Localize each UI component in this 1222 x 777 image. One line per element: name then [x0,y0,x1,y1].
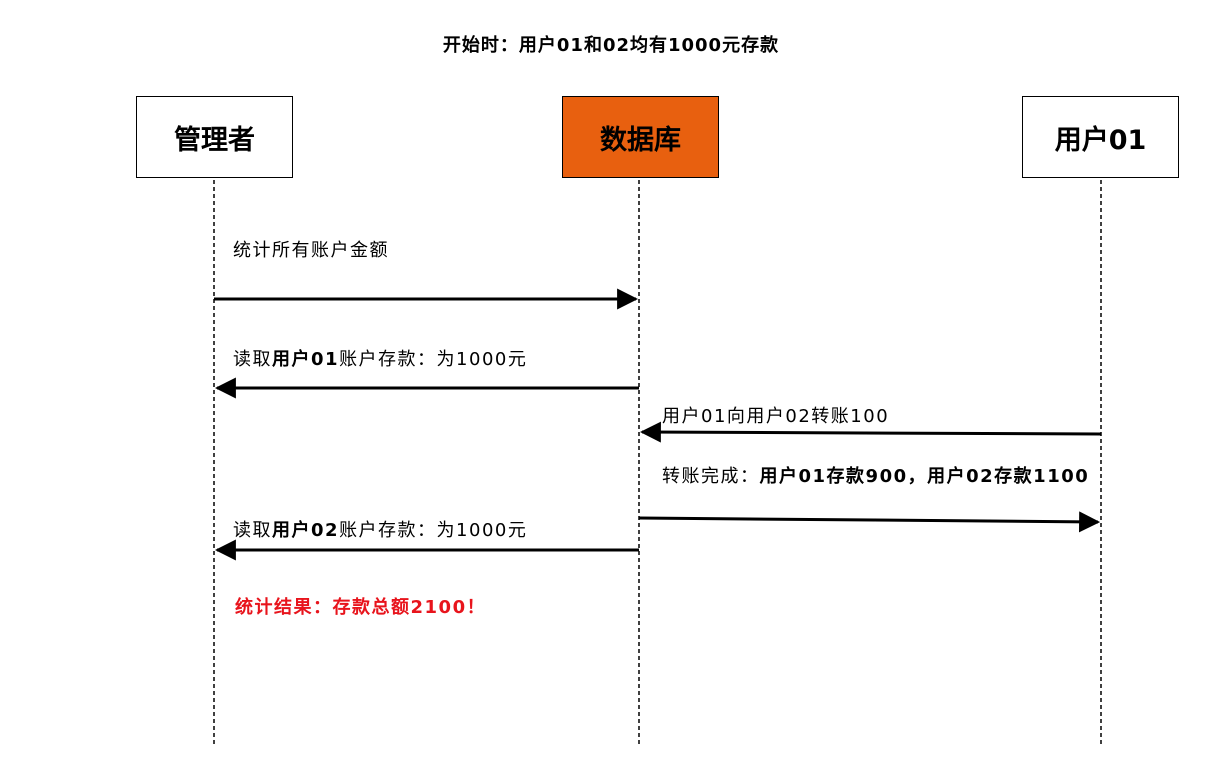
participant-user: 用户01 [1022,96,1179,178]
message-read-user01: 读取用户01账户存款：为1000元 [233,345,527,371]
message-transfer-text: 用户01向用户02转账100 [662,406,890,427]
participant-database-label: 数据库 [600,124,681,156]
message-read-user01-bold: 用户01 [272,349,340,370]
participant-admin-label: 管理者 [174,124,255,156]
message-read-user02-bold: 用户02 [272,520,340,541]
message-read-user02-pre: 读取 [233,520,272,541]
participant-database: 数据库 [562,96,719,178]
participant-admin: 管理者 [136,96,293,178]
stat-result: 统计结果：存款总额2100！ [235,597,487,618]
diagram-title: 开始时：用户01和02均有1000元存款 [442,35,780,56]
participant-user-label: 用户01 [1054,124,1147,156]
message-transfer-done-bold: 用户01存款900，用户02存款1100 [759,466,1090,487]
message-read-user01-pre: 读取 [233,349,272,370]
message-stat-all-text: 统计所有账户金额 [233,240,389,261]
message-transfer: 用户01向用户02转账100 [662,402,889,428]
arrow-db-to-user [638,511,1101,533]
message-read-user01-post: 账户存款：为1000元 [339,349,528,370]
message-read-user02-post: 账户存款：为1000元 [339,520,528,541]
arrow-user-to-db [639,421,1102,443]
message-read-user02: 读取用户02账户存款：为1000元 [233,516,527,542]
message-stat-all: 统计所有账户金额 [233,236,389,262]
message-transfer-done: 转账完成：用户01存款900，用户02存款1100 [662,462,1089,488]
message-transfer-done-pre: 转账完成： [662,466,760,487]
